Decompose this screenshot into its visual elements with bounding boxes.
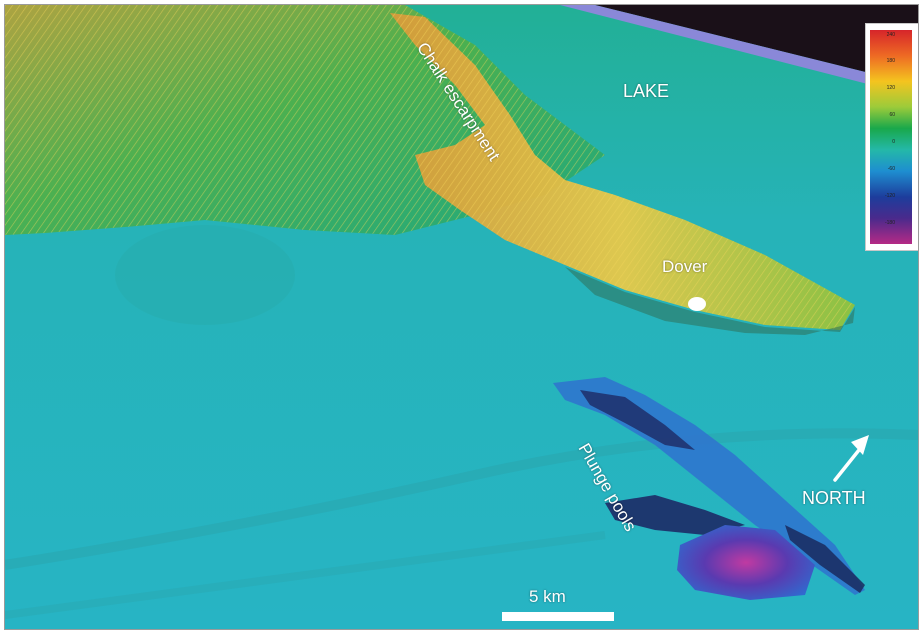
seafloor-channel <box>5 428 918 570</box>
legend-tick: 60 <box>889 112 895 118</box>
ridge-texture <box>390 13 855 330</box>
scale-bar-label: 5 km <box>529 587 566 606</box>
north-label: NORTH <box>802 488 866 508</box>
plunge-pool-channel <box>580 390 695 450</box>
legend-tick: -180 <box>884 220 895 226</box>
terrain-relief <box>5 5 918 629</box>
north-arrow-icon <box>833 435 869 482</box>
location-dot-icon <box>688 297 706 311</box>
lake-label: LAKE <box>623 81 670 101</box>
legend-tick: 120 <box>886 85 895 91</box>
map-frame: LAKE Chalk escarpment Dover Plunge pools… <box>4 4 919 630</box>
legend-color-ramp <box>870 30 912 244</box>
dover-label: Dover <box>662 257 708 276</box>
plunge-pool-deep <box>677 525 815 600</box>
lake-edge <box>560 5 918 97</box>
plunge-pool-channel <box>605 495 745 535</box>
seafloor-channel <box>5 531 606 619</box>
legend-tick: 0 <box>892 139 895 145</box>
seafloor-mound <box>115 225 295 325</box>
legend-tick: 240 <box>886 32 895 38</box>
legend-tick: -60 <box>887 166 895 172</box>
ridge-shadow <box>565 267 855 335</box>
legend-tick: 180 <box>886 58 895 64</box>
legend-tick: -120 <box>884 193 895 199</box>
plunge-pool-channel <box>785 525 865 593</box>
elevation-legend: 240 180 120 60 0 -60 -120 -180 <box>865 23 918 251</box>
scale-bar <box>502 612 614 621</box>
